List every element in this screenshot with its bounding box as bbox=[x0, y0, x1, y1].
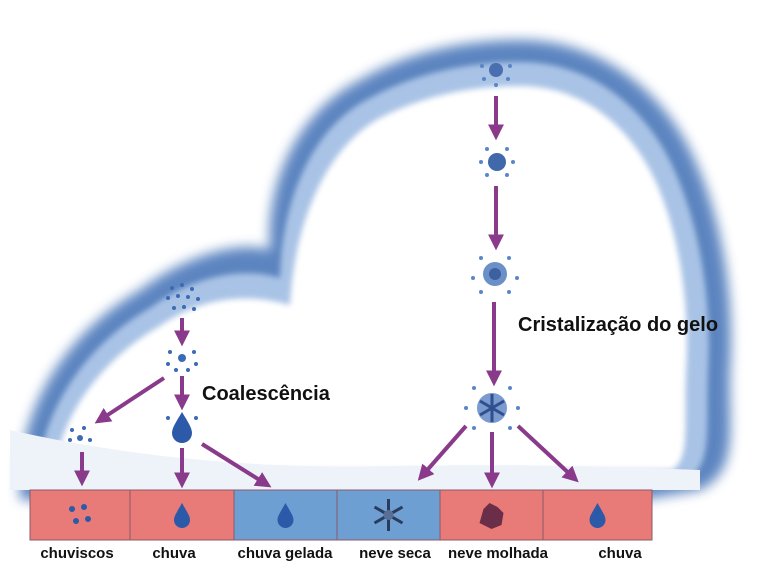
cloud bbox=[10, 40, 731, 500]
cloud-body bbox=[55, 86, 687, 470]
ground-label-freezing-rain: chuva gelada bbox=[237, 545, 332, 562]
ground-label-dry-snow: neve seca bbox=[359, 545, 431, 562]
ground-segment-1 bbox=[30, 490, 130, 540]
ground-label-drizzle: chuviscos bbox=[40, 545, 113, 562]
ice-crystallization-label: Cristalização do gelo bbox=[518, 314, 718, 337]
ground-label-rain-1: chuva bbox=[152, 545, 195, 562]
ground-strip bbox=[30, 490, 652, 540]
ground-label-rain-2: chuva bbox=[598, 545, 641, 562]
coalescence-label: Coalescência bbox=[202, 383, 330, 406]
ground-label-wet-snow: neve molhada bbox=[448, 545, 548, 562]
